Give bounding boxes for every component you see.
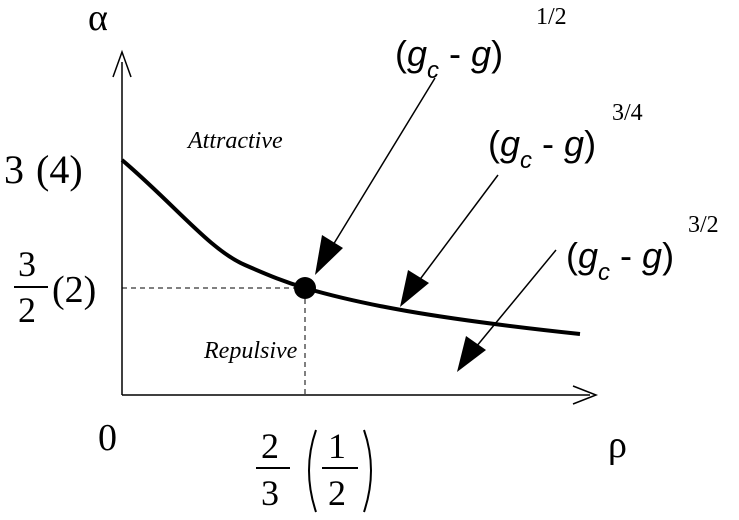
x-tick-alt-num: 1: [328, 426, 346, 466]
annotation-exponent-three-halves: (gc - g) 3/2: [566, 212, 719, 286]
x-tick-mark-den: 3: [261, 473, 279, 513]
y-tick-upper-main: 3: [4, 147, 24, 192]
annotation-exponent-three-quarters: (gc - g) 3/4: [488, 100, 643, 174]
annotation-exponent-three-halves-power: 3/2: [688, 212, 719, 238]
region-label-repulsive: Repulsive: [203, 338, 298, 364]
annotation-exponent-half-power: 1/2: [536, 4, 567, 30]
critical-point: [294, 277, 316, 299]
x-tick-origin: 0: [98, 417, 117, 459]
region-label-attractive: Attractive: [186, 128, 283, 154]
x-tick-mark-num: 2: [261, 426, 279, 466]
y-tick-lower-den: 2: [18, 290, 36, 330]
arrowhead-repulsive-region: [457, 336, 486, 372]
y-axis-symbol: α: [88, 0, 108, 39]
y-axis-arrow: [112, 49, 132, 78]
arrowhead-critical-point: [315, 235, 343, 275]
x-tick-alt-den: 2: [328, 473, 346, 513]
arrow-to-critical-point: [329, 77, 436, 251]
x-tick-alt-paren-right: [363, 429, 372, 513]
svg-text:(gc - g): (gc - g): [566, 235, 674, 286]
x-tick-alt-paren-left: [308, 429, 317, 513]
y-tick-lower-alt: (2): [52, 269, 96, 311]
x-axis-symbol: ρ: [608, 424, 627, 466]
arrow-to-curve-middle: [417, 174, 499, 283]
svg-text:(gc - g): (gc - g): [395, 33, 503, 84]
y-tick-upper-alt: (4): [36, 147, 83, 192]
y-tick-lower-num: 3: [18, 244, 36, 284]
x-axis-arrow: [572, 385, 599, 405]
svg-text:(gc - g): (gc - g): [488, 123, 596, 174]
annotation-exponent-half: (gc - g) 1/2: [395, 4, 567, 84]
phase-boundary-curve: [120, 158, 581, 336]
annotation-exponent-three-quarters-power: 3/4: [612, 100, 643, 126]
arrowhead-curve-middle: [400, 270, 429, 307]
arrow-to-repulsive-region: [475, 249, 557, 348]
